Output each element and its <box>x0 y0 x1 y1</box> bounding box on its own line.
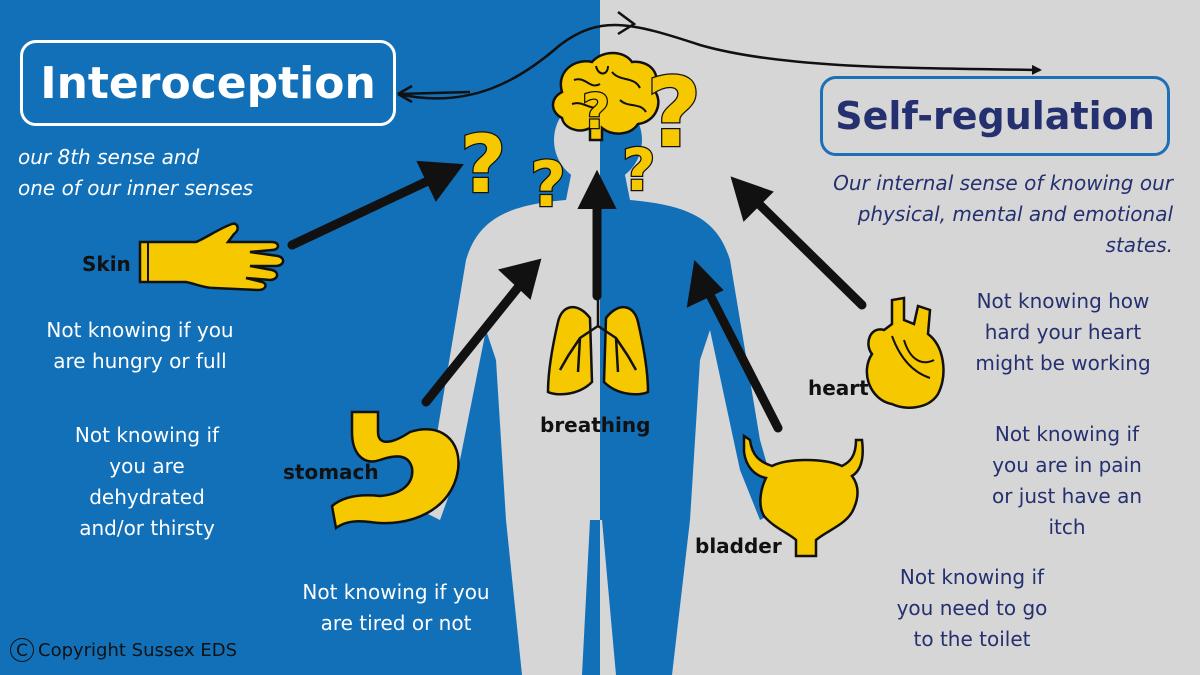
statement-tired: Not knowing if you are tired or not <box>302 580 490 635</box>
heart-icon <box>865 296 945 409</box>
connector-arrow <box>397 23 1042 100</box>
brain-icon <box>551 51 660 142</box>
bladder-label: bladder <box>695 534 782 558</box>
arrow-stomach <box>421 258 542 407</box>
statement-toilet: Not knowing if you need to go to the toi… <box>896 565 1048 651</box>
connector-arrow-start <box>397 84 471 104</box>
statement-hungry: Not knowing if you are hungry or full <box>46 318 234 373</box>
connector-chevron <box>617 11 637 36</box>
question-mark-icon: ? <box>582 84 610 140</box>
interoception-title: Interoception <box>20 40 396 126</box>
statement-pain: Not knowing if you are in pain or just h… <box>991 422 1143 539</box>
statement-heart: Not knowing how hard your heart might be… <box>975 289 1151 375</box>
self-regulation-title: Self-regulation <box>820 76 1170 156</box>
arrow-heart <box>730 176 867 310</box>
arrow-skin <box>287 160 464 250</box>
heart-label: heart <box>808 376 869 400</box>
interoception-description: our 8th sense and one of our inner sense… <box>18 145 254 200</box>
stomach-label: stomach <box>283 460 379 484</box>
question-mark-icon: ? <box>460 118 506 211</box>
self-regulation-description: Our internal sense of knowing our physic… <box>833 171 1173 257</box>
arrow-bladder <box>686 259 783 433</box>
arrow-breathing <box>577 169 617 301</box>
hand-icon <box>138 222 285 292</box>
copyright-text: Copyright Sussex EDS <box>38 639 238 661</box>
copyright: C Copyright Sussex EDS <box>10 638 237 662</box>
lungs-icon <box>546 296 650 396</box>
question-mark-icon: ? <box>622 136 656 204</box>
copyright-icon: C <box>10 638 34 662</box>
bladder-icon <box>742 433 864 558</box>
breathing-label: breathing <box>540 413 651 437</box>
skin-label: Skin <box>82 252 131 276</box>
statement-thirsty: Not knowing if you are dehydrated and/or… <box>74 423 220 540</box>
stomach-icon <box>330 410 460 531</box>
question-mark-icon: ? <box>530 148 566 221</box>
question-mark-icon: ? <box>646 57 702 169</box>
